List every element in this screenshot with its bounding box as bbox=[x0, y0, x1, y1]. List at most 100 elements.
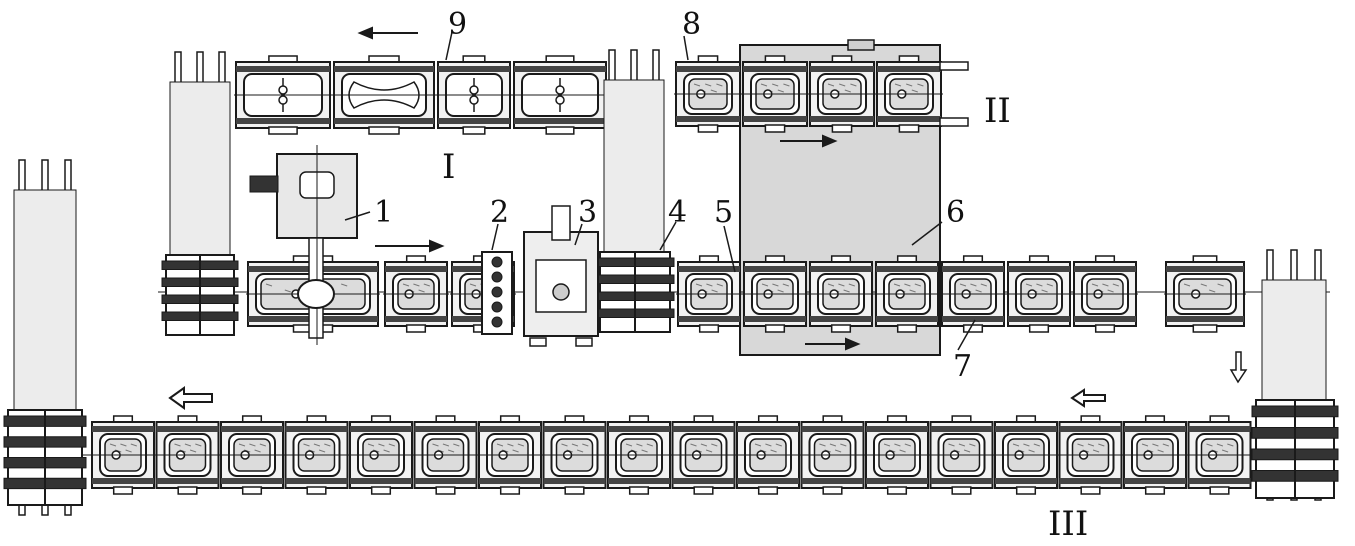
tray-bottom-1 bbox=[90, 415, 156, 495]
tray-bottom-7-rail-bottom bbox=[479, 478, 541, 484]
tray-upper-1-foot bbox=[697, 124, 719, 133]
tray-bottom-1-texture bbox=[120, 443, 127, 447]
tray-bottom-17-rail-bottom bbox=[1124, 478, 1186, 484]
tray-upper-4-texture bbox=[894, 83, 902, 87]
tray-bottom-3-texture bbox=[249, 443, 256, 447]
tray-bottom-9-foot bbox=[628, 486, 650, 495]
tray-bottom-14-texture bbox=[969, 443, 976, 447]
label-5: 5 bbox=[714, 195, 733, 230]
station-1-press bbox=[249, 145, 358, 345]
tray-mid-4-rail-top bbox=[744, 266, 806, 272]
tray-mid-9-texture bbox=[1112, 283, 1119, 287]
tray-bottom-11-rail-bottom bbox=[737, 478, 799, 484]
tray-mid-exit-foot bbox=[1192, 324, 1218, 333]
tray-upper-2 bbox=[741, 55, 809, 133]
tray-mid-4-texture bbox=[772, 283, 779, 287]
tray-bottom-2-texture bbox=[195, 443, 202, 447]
tray-upper-2-foot bbox=[764, 124, 786, 133]
arrow-right-lower-plate-icon bbox=[805, 337, 861, 351]
tray-bottom-6-texture bbox=[432, 443, 439, 447]
tray-bottom-9-texture bbox=[636, 443, 643, 447]
tray-mid-3-texture bbox=[716, 283, 723, 287]
tray-top-4-foot bbox=[545, 126, 575, 135]
tray-bottom-18-texture bbox=[1216, 443, 1224, 447]
tray-mid-4-rail-bottom bbox=[744, 316, 806, 322]
tray-bottom-13-foot bbox=[886, 486, 908, 495]
tray-bottom-10-rail-bottom bbox=[672, 478, 735, 484]
tray-upper-4-rail-top bbox=[877, 66, 941, 72]
tray-upper-3-foot bbox=[831, 124, 853, 133]
tray-upper-3-rail-top bbox=[810, 66, 874, 72]
tray-mid-6-rail-bottom bbox=[876, 316, 938, 322]
tray-bottom-11 bbox=[735, 415, 801, 495]
arrow-right-middle-icon bbox=[375, 239, 445, 253]
tray-upper-4-foot bbox=[898, 124, 920, 133]
tray-top-3-pin-bottom bbox=[469, 95, 479, 105]
tray-mid-9-texture bbox=[1107, 289, 1114, 293]
tray-bottom-15-texture bbox=[1033, 443, 1040, 447]
tray-mid-8-texture bbox=[1025, 283, 1033, 287]
lift-columns bbox=[3, 49, 1339, 516]
tray-bottom-14-texture bbox=[963, 449, 971, 453]
tray-bottom-4-texture bbox=[318, 449, 326, 453]
tray-mid-7-rail-top bbox=[942, 266, 1004, 272]
tray-bottom-5-texture bbox=[367, 443, 375, 447]
tray-bottom-16 bbox=[1057, 415, 1124, 495]
tray-bottom-8-texture bbox=[576, 449, 584, 453]
tray-mid-9-texture bbox=[1091, 283, 1099, 287]
tray-bottom-13-rail-bottom bbox=[866, 478, 928, 484]
tray-top-4-rail-top bbox=[514, 66, 606, 72]
tray-bottom-9 bbox=[606, 415, 672, 495]
tray-bottom-5-texture bbox=[378, 443, 385, 447]
tray-top-1 bbox=[234, 55, 332, 135]
tray-mid-1-texture bbox=[423, 283, 430, 287]
station-2-roller bbox=[481, 251, 513, 335]
tray-bottom-2-texture bbox=[189, 449, 197, 453]
tray-bottom-4-texture bbox=[324, 443, 331, 447]
tray-mid-5-foot bbox=[830, 324, 852, 333]
tray-bottom-15-texture bbox=[1012, 443, 1020, 447]
tray-mid-6-texture bbox=[914, 283, 921, 287]
tray-top-3-foot bbox=[462, 126, 486, 135]
tray-upper-1-texture bbox=[710, 89, 717, 93]
leader-lines bbox=[344, 31, 976, 351]
tray-bottom-7-texture bbox=[517, 443, 524, 447]
tray-bottom-6-texture bbox=[442, 443, 450, 447]
tray-top-3-rail-bottom bbox=[438, 118, 510, 124]
tray-mid-exit-texture bbox=[1200, 283, 1207, 287]
tray-upper-1-texture bbox=[693, 83, 701, 87]
tray-bottom-8-rail-top bbox=[543, 426, 606, 432]
tray-mid-5-texture bbox=[843, 289, 850, 293]
tray-upper-4-rail-bottom bbox=[877, 116, 941, 122]
tray-bottom-4-foot bbox=[306, 486, 327, 495]
station-3-cylinder bbox=[551, 205, 571, 241]
tray-upper-1-texture bbox=[705, 83, 712, 87]
arrows bbox=[357, 26, 861, 351]
tray-bottom-4-texture bbox=[313, 443, 321, 447]
tray-mid-4 bbox=[742, 255, 808, 333]
station-2-roller-wheel bbox=[491, 316, 503, 328]
station-2-roller-wheel bbox=[491, 256, 503, 268]
station-3-chuck bbox=[552, 283, 570, 301]
tray-bottom-9-texture bbox=[625, 443, 633, 447]
tray-bottom-11-texture bbox=[754, 443, 762, 447]
tray-mid-5-texture bbox=[848, 283, 855, 287]
tray-mid-8-foot bbox=[1028, 324, 1050, 333]
tray-upper-1-texture bbox=[716, 83, 723, 87]
tray-mid-8-texture bbox=[1036, 283, 1043, 287]
label-3: 3 bbox=[578, 195, 597, 230]
tray-mid-6-texture bbox=[904, 283, 911, 287]
tray-mid-exit-texture bbox=[1209, 289, 1216, 293]
arrow-left-bottom-right-icon bbox=[1070, 388, 1106, 408]
tray-mid-1-texture bbox=[402, 283, 410, 287]
zone-label-i: I bbox=[442, 147, 455, 187]
station-3-foot-right bbox=[575, 337, 593, 347]
tray-bottom-14-rail-top bbox=[930, 426, 993, 432]
tray-bottom-8 bbox=[541, 415, 608, 495]
tray-bottom-17-texture bbox=[1157, 449, 1164, 453]
tray-upper-4 bbox=[875, 55, 943, 133]
station-2-roller-wheel bbox=[491, 301, 503, 313]
tray-bottom-5 bbox=[348, 415, 414, 495]
tray-bottom-13-texture bbox=[904, 443, 911, 447]
tray-bottom-2-foot bbox=[177, 486, 198, 495]
